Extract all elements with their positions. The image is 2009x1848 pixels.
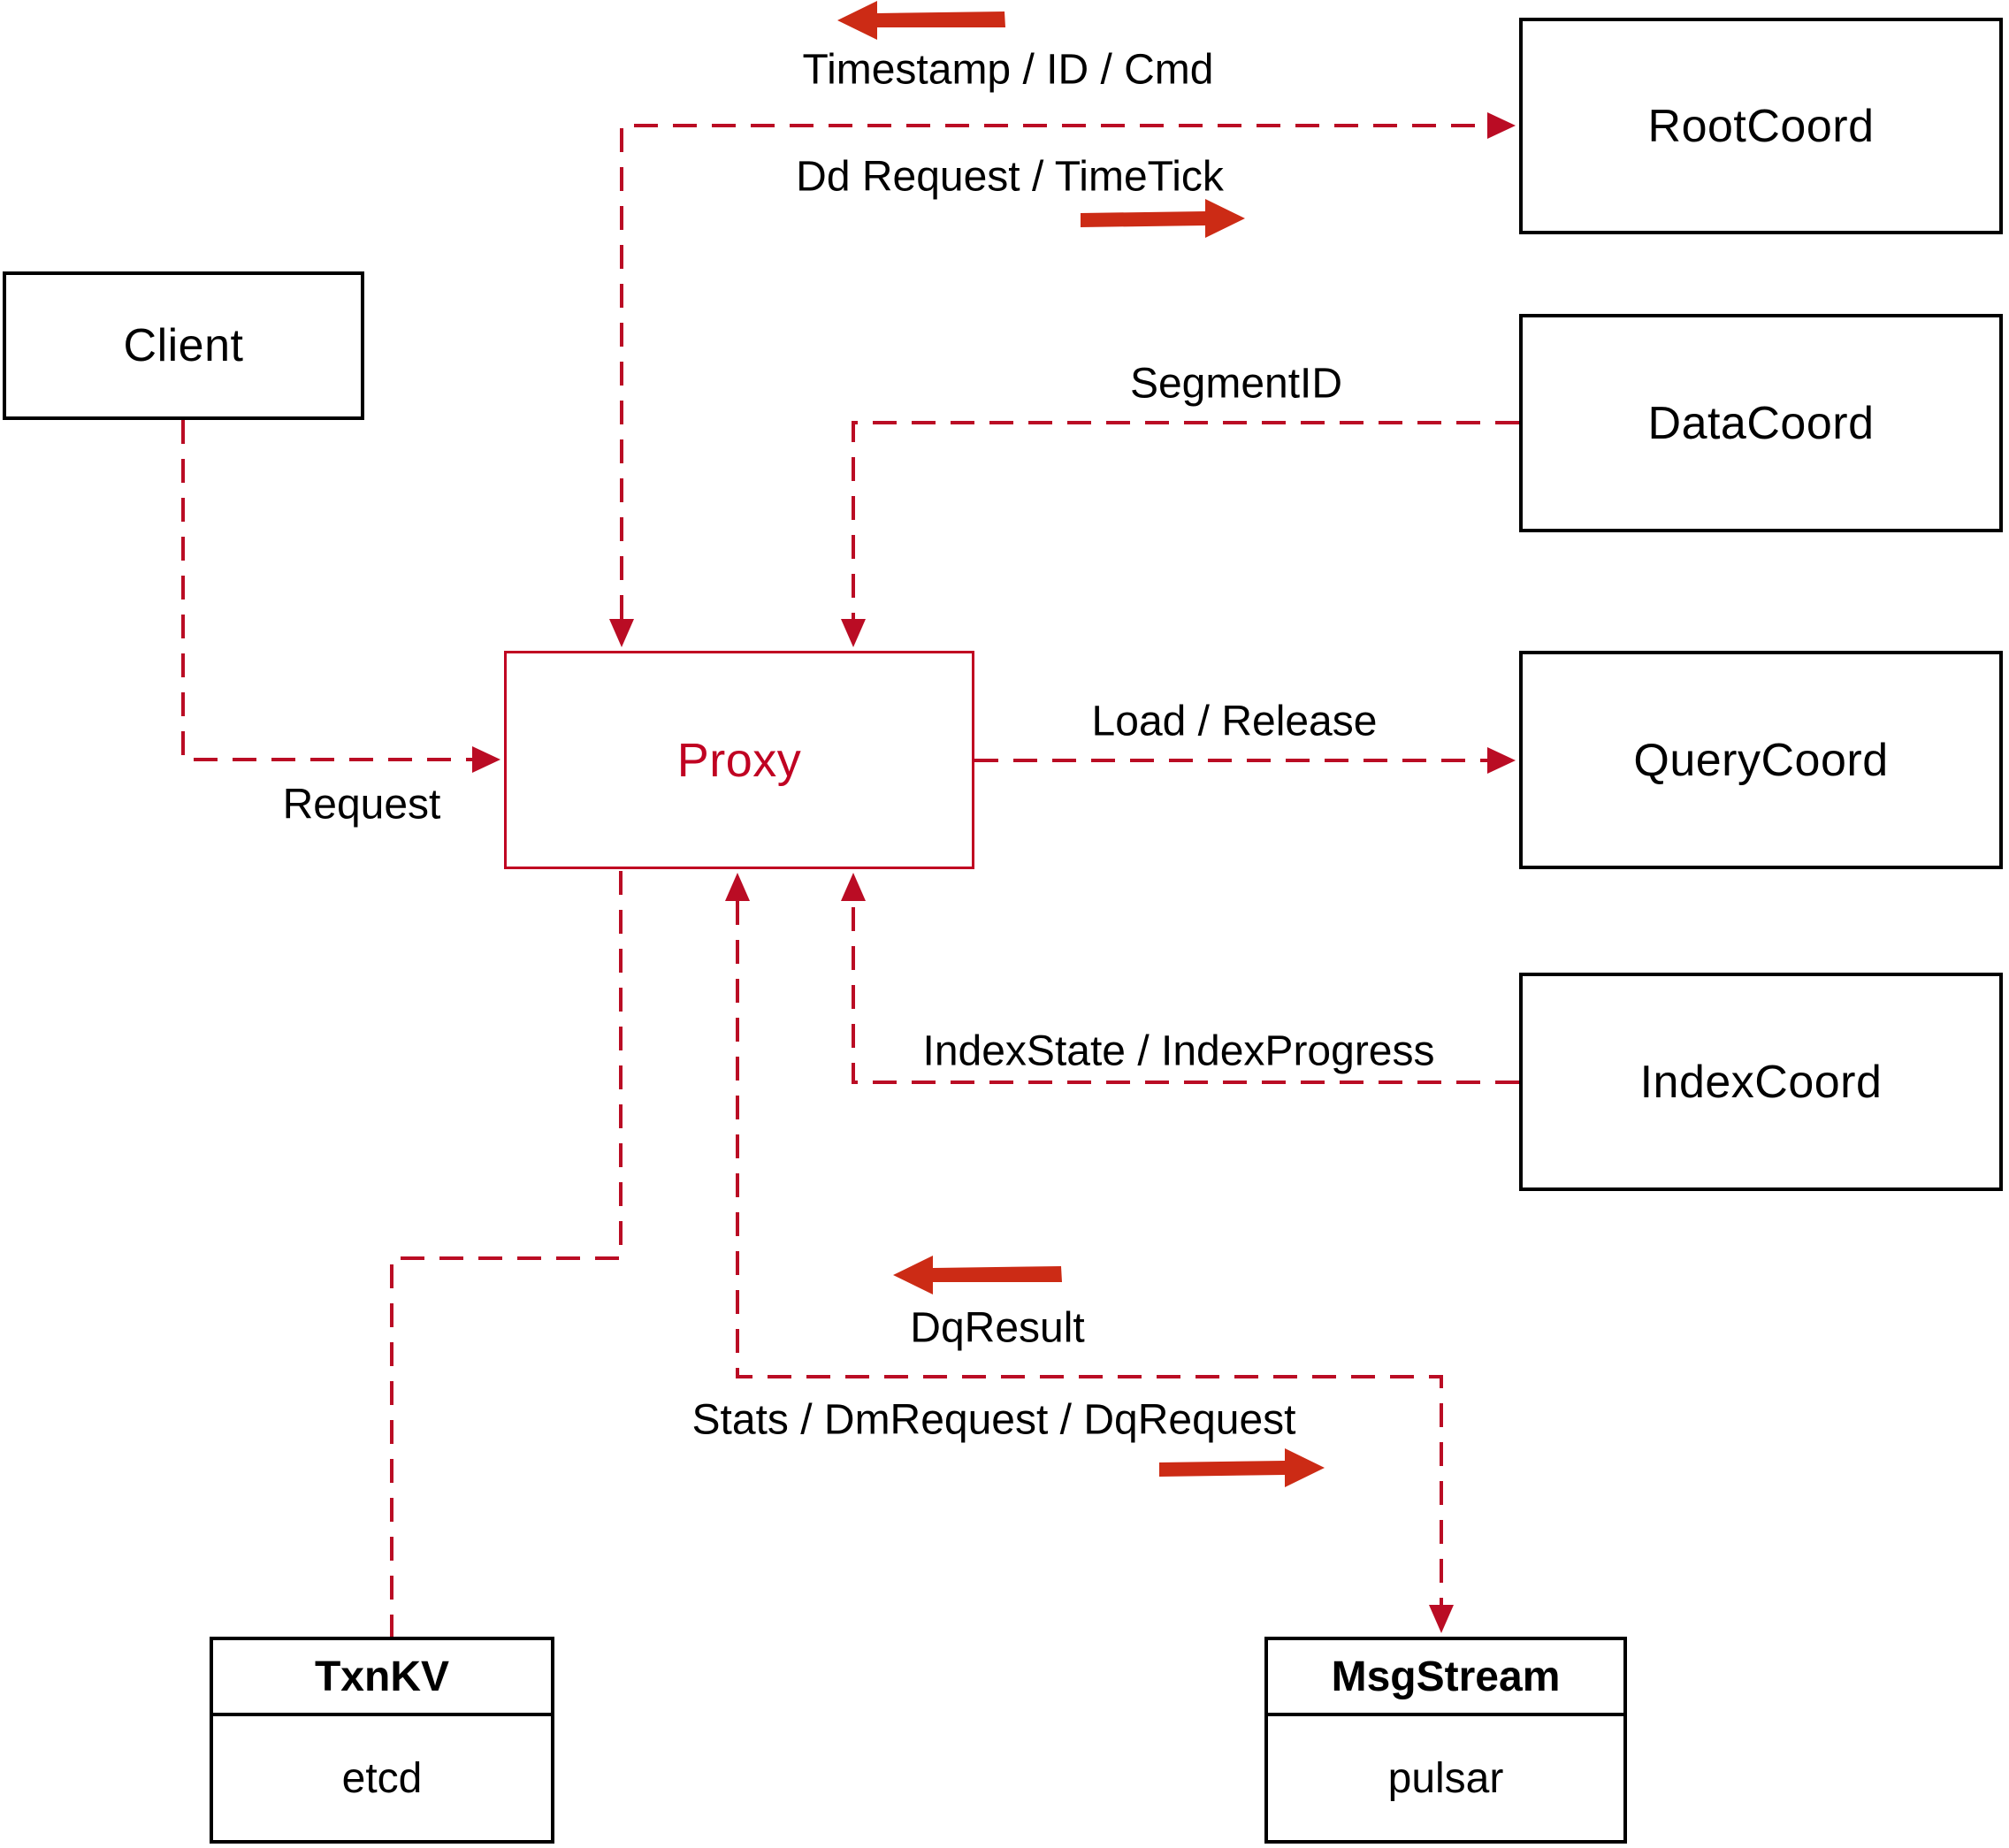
indexcoord-node: IndexCoord <box>1519 973 2003 1191</box>
proxy-node: Proxy <box>504 651 974 869</box>
edge-proxy-rootcoord-line <box>620 124 1487 619</box>
msgstream-body: pulsar <box>1387 1754 1504 1802</box>
flow-arrow-left-dqresult <box>893 1256 1062 1294</box>
edge-datacoord-proxy-line <box>852 421 1519 619</box>
datacoord-label: DataCoord <box>1647 397 1875 449</box>
flow-arrow-right-stats <box>1159 1448 1325 1487</box>
flow-arrow-left-timestamp <box>837 1 1005 40</box>
edge-proxy-msgstream-line <box>736 901 1443 1605</box>
querycoord-label: QueryCoord <box>1633 734 1889 786</box>
edge-indexcoord-proxy-line <box>852 901 1519 1084</box>
arrowhead-into-msgstream <box>1429 1605 1454 1633</box>
edge-label-request: Request <box>282 781 441 829</box>
edge-label-segmentid: SegmentID <box>1129 360 1343 408</box>
edge-client-proxy-line <box>181 420 472 761</box>
edge-label-load-release: Load / Release <box>1091 698 1378 745</box>
client-label: Client <box>123 320 244 371</box>
txnkv-node: TxnKV etcd <box>210 1637 554 1844</box>
edge-label-stats-dmrequest-dqrequest: Stats / DmRequest / DqRequest <box>691 1396 1296 1444</box>
arrowhead-into-proxy-bottom-right <box>841 873 866 901</box>
client-node: Client <box>3 271 364 420</box>
txnkv-body: etcd <box>341 1754 423 1802</box>
msgstream-node: MsgStream pulsar <box>1264 1637 1627 1844</box>
msgstream-title: MsgStream <box>1268 1640 1623 1716</box>
edge-proxy-txnkv-line <box>390 871 623 1637</box>
arrowhead-into-proxy-left <box>472 746 500 773</box>
arrowhead-into-querycoord <box>1487 747 1516 774</box>
arrowhead-into-rootcoord <box>1487 112 1516 139</box>
flow-arrow-right-ddrequest <box>1081 199 1245 238</box>
arrowhead-into-proxy-bottom-left <box>725 873 750 901</box>
rootcoord-node: RootCoord <box>1519 18 2003 234</box>
edge-label-dqresult: DqResult <box>910 1304 1085 1352</box>
rootcoord-label: RootCoord <box>1647 100 1875 152</box>
querycoord-node: QueryCoord <box>1519 651 2003 869</box>
arrowhead-into-proxy-top-right <box>841 619 866 647</box>
arrowhead-into-proxy-top-left <box>609 619 634 647</box>
proxy-label: Proxy <box>676 733 802 787</box>
edge-label-dd-request-timetick: Dd Request / TimeTick <box>796 153 1224 201</box>
txnkv-title: TxnKV <box>213 1640 551 1716</box>
datacoord-node: DataCoord <box>1519 314 2003 532</box>
indexcoord-label: IndexCoord <box>1639 1056 1883 1108</box>
edge-label-indexstate-indexprogress: IndexState / IndexProgress <box>922 1027 1435 1075</box>
edge-label-timestamp-id-cmd: Timestamp / ID / Cmd <box>802 46 1214 94</box>
